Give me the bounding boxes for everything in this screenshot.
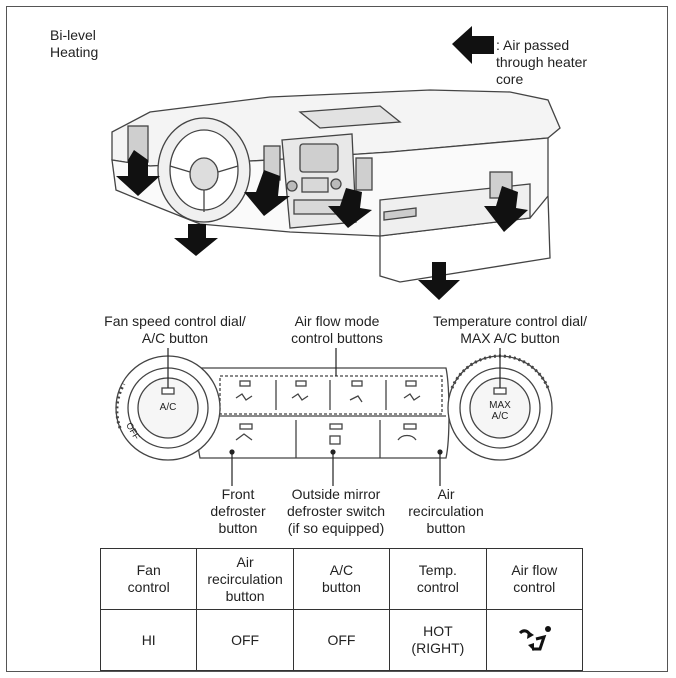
bi-level-airflow-icon: [514, 623, 554, 653]
mirror-defroster-callout: Outside mirror defroster switch (if so e…: [286, 486, 386, 536]
value-temp-control: HOT (RIGHT): [411, 623, 465, 656]
header-air-flow-control: Air flow control: [511, 562, 558, 595]
dashboard-illustration: [111, 89, 561, 283]
ac-button-label: A/C: [159, 402, 177, 413]
air-recirculation-callout: Air recirculation button: [408, 486, 484, 536]
fan-speed-callout: Fan speed control dial/ A/C button: [104, 313, 246, 346]
table-header-row: Fan control Air recirculation button A/C…: [99, 548, 584, 610]
figure-frame: [6, 6, 668, 672]
header-temp-control: Temp. control: [416, 562, 459, 595]
settings-table: Fan control Air recirculation button A/C…: [99, 548, 584, 671]
callout-leaders: [167, 348, 501, 486]
air-flow-mode-callout: Air flow mode control buttons: [291, 313, 383, 346]
header-air-recirculation: Air recirculation button: [207, 553, 283, 604]
max-ac-button-label: MAX A/C: [489, 400, 511, 422]
value-fan-control: HI: [141, 631, 156, 648]
value-air-recirculation: OFF: [231, 631, 260, 648]
header-fan-control: Fan control: [127, 562, 170, 595]
temperature-callout: Temperature control dial/ MAX A/C button: [432, 313, 588, 346]
value-ac-button: OFF: [327, 631, 356, 648]
airflow-arrows: [116, 150, 528, 300]
front-defroster-callout: Front defroster button: [210, 486, 266, 536]
control-panel: [115, 354, 553, 461]
table-value-row: HI OFF OFF HOT (RIGHT): [99, 609, 584, 671]
mode-title: Bi-level Heating: [50, 27, 99, 60]
header-ac-button: A/C button: [322, 562, 361, 595]
legend-text: : Air passed through heater core: [496, 37, 588, 87]
left-arrow-icon: [452, 26, 494, 64]
